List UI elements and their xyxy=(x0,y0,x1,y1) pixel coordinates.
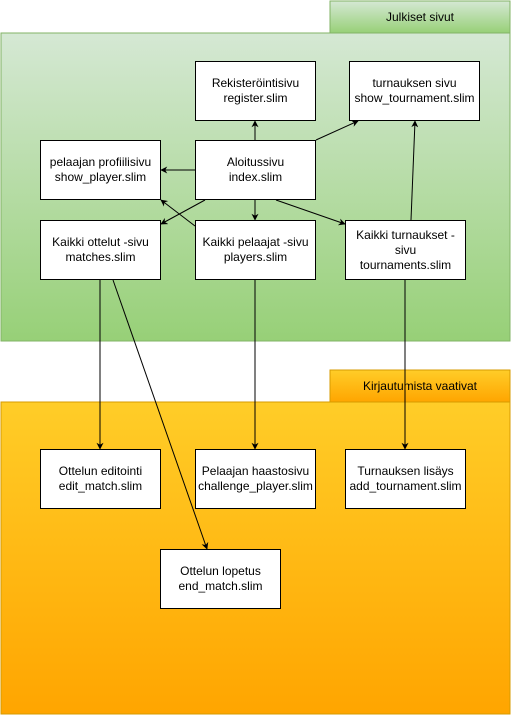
end-match-page-file: end_match.slim xyxy=(178,579,263,593)
show-player-page-box: pelaajan profiilisivu show_player.slim xyxy=(40,140,161,200)
public-group-tab xyxy=(329,0,511,34)
players-page-file: players.slim xyxy=(223,250,288,264)
index-page-box: Aloitussivu index.slim xyxy=(195,140,316,200)
edit-match-page-file: edit_match.slim xyxy=(58,479,143,493)
public-group-label: Julkiset sivut xyxy=(385,10,455,24)
add-tournament-page-file: add_tournament.slim xyxy=(349,479,462,493)
auth-group-label: Kirjautumista vaativat xyxy=(362,379,478,393)
edge-tournaments-to-show-tournament xyxy=(410,120,419,221)
edge-index-to-tournaments xyxy=(275,199,346,226)
edge-index-to-show-tournament xyxy=(315,120,359,141)
players-page-box: Kaikki pelaajat -sivu players.slim xyxy=(195,220,316,280)
edit-match-page-box: Ottelun editointi edit_match.slim xyxy=(40,449,161,509)
add-tournament-page-box: Turnauksen lisäys add_tournament.slim xyxy=(345,449,466,509)
challenge-player-page-box: Pelaajan haastosivu challenge_player.sli… xyxy=(195,449,316,509)
players-page-title: Kaikki pelaajat -sivu xyxy=(202,235,309,249)
show-tournament-page-box: turnauksen sivu show_tournament.slim xyxy=(349,61,480,121)
matches-page-box: Kaikki ottelut -sivu matches.slim xyxy=(40,220,161,280)
tournaments-page-title-cont: sivu xyxy=(394,242,417,257)
challenge-player-page-file: challenge_player.slim xyxy=(198,479,313,493)
challenge-player-page-title: Pelaajan haastosivu xyxy=(201,464,310,478)
show-player-page-title: pelaajan profiilisivu xyxy=(49,155,152,169)
register-page-title: Rekisteröintisivu xyxy=(211,76,300,90)
edge-matches-to-end-match xyxy=(112,279,209,550)
register-page-box: Rekisteröintisivu register.slim xyxy=(195,61,316,121)
register-page-file: register.slim xyxy=(223,91,288,105)
edge-players-to-show-player xyxy=(160,199,196,227)
matches-page-file: matches.slim xyxy=(65,250,136,264)
tournaments-page-box: Kaikki turnaukset - sivu tournaments.sli… xyxy=(345,220,466,280)
auth-group-tab xyxy=(329,369,511,403)
matches-page-title: Kaikki ottelut -sivu xyxy=(52,235,149,249)
show-player-page-file: show_player.slim xyxy=(54,170,147,184)
show-tournament-page-file: show_tournament.slim xyxy=(354,91,475,105)
edit-match-page-title: Ottelun editointi xyxy=(58,464,143,478)
edge-index-to-matches xyxy=(160,199,206,225)
index-page-file: index.slim xyxy=(228,170,283,184)
show-tournament-page-title: turnauksen sivu xyxy=(372,76,457,90)
end-match-page-title: Ottelun lopetus xyxy=(180,564,261,578)
end-match-page-box: Ottelun lopetus end_match.slim xyxy=(160,549,281,609)
add-tournament-page-title: Turnauksen lisäys xyxy=(357,464,454,478)
tournaments-page-file: tournaments.slim xyxy=(359,257,452,272)
index-page-title: Aloitussivu xyxy=(226,155,285,169)
tournaments-page-title: Kaikki turnaukset - xyxy=(356,227,455,242)
